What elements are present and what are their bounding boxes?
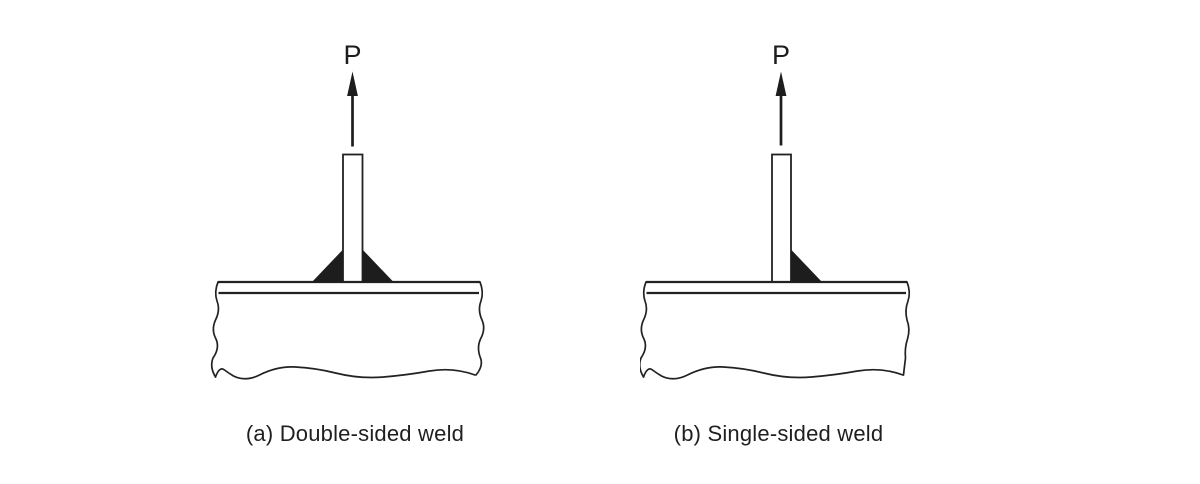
base-plate-left-break-line — [210, 281, 220, 378]
load-label: P — [343, 40, 361, 70]
weld-diagram-double-sided: P — [210, 40, 485, 380]
base-plate-left-break-line — [640, 281, 648, 378]
base-plate-bottom-break-line — [642, 366, 904, 380]
weld-diagram-single-sided: P — [640, 40, 911, 380]
arrow-up-icon — [775, 71, 787, 96]
fillet-weld-right — [791, 249, 822, 282]
figure-caption-b: (b) Single-sided weld — [673, 421, 884, 446]
load-arrow: P — [772, 40, 790, 146]
fillet-weld-left — [312, 249, 343, 282]
base-plate-bottom-break-line — [214, 366, 476, 380]
figure-caption-a: (a) Double-sided weld — [245, 421, 465, 446]
load-label: P — [772, 40, 790, 70]
base-plate — [210, 280, 485, 380]
base-plate-right-break-line — [902, 281, 911, 376]
base-plate-right-break-line — [475, 281, 485, 376]
fillet-weld-right — [362, 249, 394, 282]
vertical-plate — [771, 153, 792, 283]
vertical-plate — [342, 153, 364, 283]
load-arrow: P — [343, 40, 362, 147]
arrow-up-icon — [347, 71, 358, 96]
base-plate — [640, 280, 911, 380]
